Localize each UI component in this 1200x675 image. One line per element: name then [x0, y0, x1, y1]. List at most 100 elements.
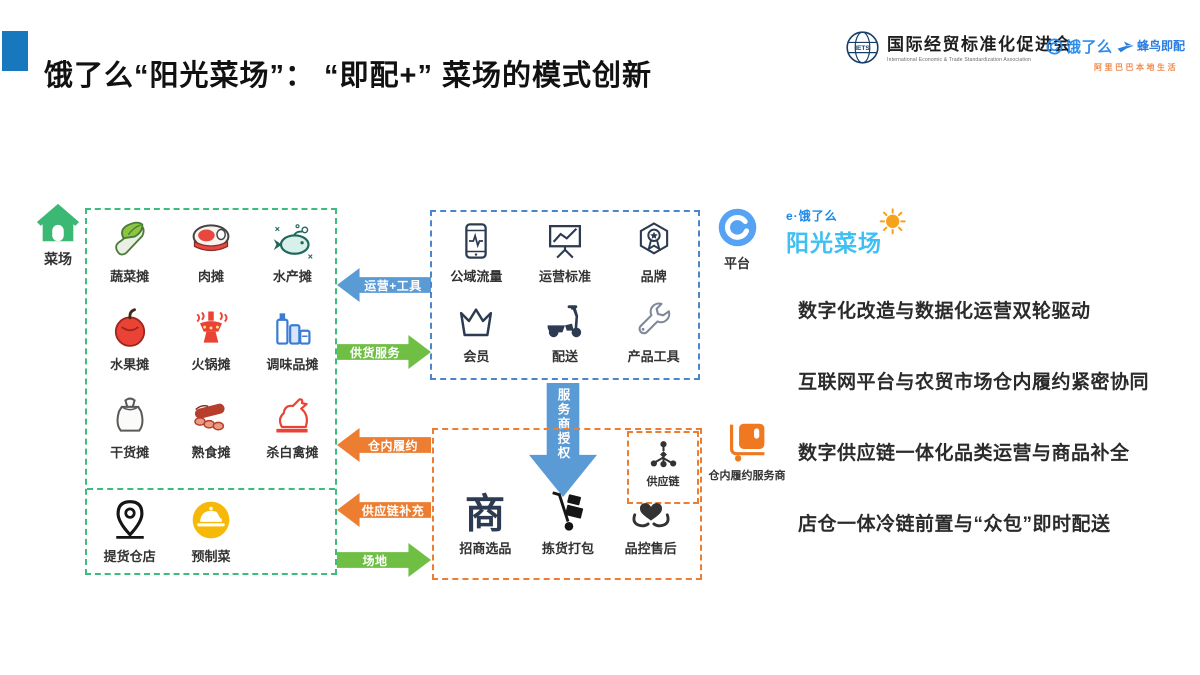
- brand-eleme-text: e·饿了么: [786, 209, 838, 223]
- platform-item: 产品工具: [609, 300, 698, 380]
- stall-label: 水产摊: [272, 269, 312, 284]
- stall-item: 火锅摊: [170, 306, 251, 394]
- stall-label: 杀白禽摊: [266, 445, 319, 460]
- platform-item-label: 配送: [551, 349, 578, 364]
- stall-item: 干货摊: [89, 394, 170, 482]
- platform-item-label: 产品工具: [627, 349, 680, 364]
- fruit-icon: [108, 306, 152, 350]
- sun-icon: [878, 204, 910, 236]
- service-item-label: 拣货打包: [541, 541, 594, 556]
- platform-item: 运营标准: [521, 220, 610, 300]
- stall-item: 水产摊: [252, 218, 333, 306]
- extension-label: 预制菜: [191, 549, 231, 564]
- market-box: 蔬菜摊 肉摊 水产摊 水果摊 火锅摊 调味品摊: [85, 208, 337, 575]
- vegetable-icon: [108, 218, 152, 262]
- fulfillment-provider-label: 仓内履约服务商: [708, 470, 786, 482]
- stall-label: 调味品摊: [266, 357, 319, 372]
- wrench-icon: [633, 300, 675, 342]
- platform-item: 品牌: [609, 220, 698, 300]
- phone-icon: [455, 220, 497, 262]
- service-item: 拣货打包: [527, 488, 610, 568]
- flow-arrow-label: 供应链补充: [361, 503, 425, 518]
- extension-item: 提货仓店: [89, 498, 170, 578]
- supply-chain-box: 供应链: [627, 431, 699, 504]
- crown-icon: [455, 300, 497, 342]
- title-accent-square: [2, 31, 28, 71]
- flow-arrow-label: 运营+工具: [364, 278, 422, 293]
- page-title: 饿了么“阳光菜场”： “即配+” 菜场的模式创新: [44, 60, 653, 93]
- market-tag-label: 菜场: [44, 251, 72, 267]
- fengniao-logo: 蜂鸟即配: [1116, 36, 1185, 55]
- shang-icon: 商: [462, 488, 508, 534]
- authorization-arrow-label: 服务商授权: [555, 388, 570, 461]
- brand-name-text: 阳光菜场: [786, 230, 882, 256]
- platform-item-label: 运营标准: [538, 269, 591, 284]
- stall-item: 水果摊: [89, 306, 170, 394]
- stall-item: 调味品摊: [252, 306, 333, 394]
- stall-label: 水果摊: [110, 357, 150, 372]
- sunshine-market-logo: e·饿了么 阳光菜场: [786, 207, 906, 258]
- key-point: 互联网平台与农贸市场仓内履约紧密协同: [798, 372, 1150, 393]
- eleme-circle-icon: [717, 207, 758, 248]
- platform-item-label: 会员: [463, 349, 490, 364]
- eleme-logo-label: 饿了么: [1066, 39, 1113, 56]
- flow-arrow: 供应链补充: [337, 493, 431, 527]
- eleme-e-icon: [1046, 38, 1063, 55]
- service-provider-box: 供应链 商 招商选品 拣货打包 品控售后: [432, 428, 702, 580]
- flow-arrow-label: 场地: [362, 553, 388, 568]
- stall-grid: 蔬菜摊 肉摊 水产摊 水果摊 火锅摊 调味品摊: [89, 218, 333, 482]
- flow-arrow: 场地: [337, 543, 431, 577]
- stall-label: 熟食摊: [191, 445, 231, 460]
- platform-tag-label: 平台: [723, 256, 750, 271]
- platform-tag: 平台: [713, 207, 761, 272]
- key-points: 数字化改造与数据化运营双轮驱动互联网平台与农贸市场仓内履约紧密协同数字供应链一体…: [798, 301, 1193, 585]
- eleme-logo: 饿了么: [1046, 36, 1113, 57]
- fengniao-logo-label: 蜂鸟即配: [1137, 39, 1186, 53]
- key-point: 店仓一体冷链前置与“众包”即时配送: [798, 514, 1111, 535]
- stall-item: 熟食摊: [170, 394, 251, 482]
- flow-arrow: 运营+工具: [337, 268, 431, 302]
- hotpot-icon: [189, 306, 233, 350]
- stall-label: 干货摊: [110, 445, 150, 460]
- stall-item: 蔬菜摊: [89, 218, 170, 306]
- platform-item-label: 品牌: [640, 269, 667, 284]
- dry-goods-icon: [108, 394, 152, 438]
- extension-label: 提货仓店: [103, 549, 156, 564]
- supply-chain-label: 供应链: [646, 476, 680, 488]
- stall-item: 杀白禽摊: [252, 394, 333, 482]
- stall-label: 火锅摊: [191, 357, 231, 372]
- scooter-icon: [544, 300, 586, 342]
- heart-hands-icon: [628, 488, 674, 534]
- market-tag: 菜场: [30, 200, 86, 269]
- extension-grid: 提货仓店 预制菜: [89, 498, 333, 578]
- iets-name-cn: 国际经贸标准化促进会: [887, 35, 1072, 54]
- warehouse-cart-icon: [725, 419, 770, 464]
- service-item: 品控售后: [609, 488, 692, 568]
- key-point: 数字化改造与数据化运营双轮驱动: [798, 301, 1091, 322]
- brand-slogan: 阿里巴巴本地生活: [1094, 63, 1178, 72]
- cloche-icon: [189, 498, 233, 542]
- flow-arrow-label: 仓内履约: [367, 438, 418, 453]
- location-pin-icon: [108, 498, 152, 542]
- stall-label: 肉摊: [197, 269, 224, 284]
- hummingbird-icon: [1116, 36, 1135, 55]
- flow-arrow: 供货服务: [337, 335, 431, 369]
- globe-icon: IETS: [845, 30, 880, 65]
- fulfillment-provider-tag: 仓内履约服务商: [702, 419, 792, 483]
- badge-icon: [633, 220, 675, 262]
- flow-arrow-label: 供货服务: [349, 345, 400, 360]
- key-point: 数字供应链一体化品类运营与商品补全: [798, 443, 1130, 464]
- chart-board-icon: [544, 220, 586, 262]
- platform-item: 公域流量: [432, 220, 521, 300]
- iets-name-en: International Economic & Trade Standardi…: [887, 57, 1032, 63]
- platform-grid: 公域流量 运营标准 品牌 会员 配送 产品工具: [432, 220, 698, 380]
- meat-icon: [189, 218, 233, 262]
- service-item-label: 品控售后: [624, 541, 677, 556]
- seafood-icon: [270, 218, 314, 262]
- flow-arrow: 仓内履约: [337, 428, 431, 462]
- stall-item: 肉摊: [170, 218, 251, 306]
- platform-item: 会员: [432, 300, 521, 380]
- platform-box: 公域流量 运营标准 品牌 会员 配送 产品工具: [430, 210, 700, 380]
- hand-truck-icon: [545, 488, 591, 534]
